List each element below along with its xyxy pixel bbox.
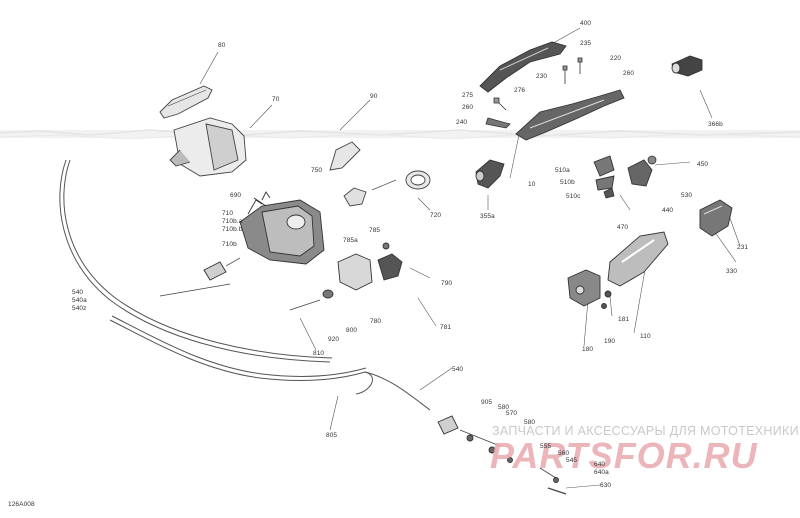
part-400-handlebar-cover xyxy=(479,41,567,93)
callout-355a: 355a xyxy=(480,213,495,220)
callout-720: 720 xyxy=(430,212,442,219)
part-800-cap xyxy=(289,289,334,311)
callout-690: 690 xyxy=(230,192,242,199)
callout-330: 330 xyxy=(726,268,738,275)
part-110-lever-cover xyxy=(607,231,669,287)
callout-710b-a: 710b.a xyxy=(222,218,243,225)
callout-470: 470 xyxy=(617,224,629,231)
callout-276: 276 xyxy=(514,87,526,94)
callout-260-a: 260 xyxy=(623,70,635,77)
watermark-caption: ЗАПЧАСТИ И АКСЕССУАРЫ ДЛЯ МОТОТЕХНИКИ xyxy=(492,424,799,438)
part-70-upper-housing xyxy=(169,117,247,177)
callout-920: 920 xyxy=(328,336,340,343)
part-366b-grip xyxy=(671,55,703,77)
part-355a-grip xyxy=(475,159,505,189)
callout-540z: 540z xyxy=(72,305,87,312)
part-905-cable-end xyxy=(437,415,567,495)
svg-text:PARTSFOR.RU: PARTSFOR.RU xyxy=(490,435,758,476)
part-180-bracket xyxy=(567,269,612,309)
choke-cable xyxy=(109,315,431,411)
callout-580-b: 580 xyxy=(524,419,536,426)
part-690-screw xyxy=(253,197,267,207)
callout-545: 545 xyxy=(566,457,578,464)
callout-190: 190 xyxy=(604,338,616,345)
diagram-code: 126A008 xyxy=(8,501,35,508)
callout-70: 70 xyxy=(272,96,280,103)
part-510-clamp xyxy=(593,155,615,191)
callout-231: 231 xyxy=(737,244,749,251)
callout-510a: 510a xyxy=(555,167,570,174)
part-710b-plug xyxy=(203,257,241,281)
callout-710b-b: 710b.b xyxy=(222,226,243,233)
callout-230: 230 xyxy=(536,73,548,80)
callout-260-b: 260 xyxy=(462,104,474,111)
callout-510c: 510c xyxy=(566,193,581,200)
callout-450: 450 xyxy=(697,161,709,168)
callout-10: 10 xyxy=(528,181,536,188)
callout-80: 80 xyxy=(218,42,226,49)
part-10-handlebar xyxy=(515,89,625,141)
part-720-ring xyxy=(405,170,431,190)
callout-905: 905 xyxy=(481,399,493,406)
scan-artifact-band xyxy=(0,129,800,140)
part-470-clip xyxy=(603,187,615,199)
callout-560: 560 xyxy=(558,450,570,457)
callout-181: 181 xyxy=(618,316,630,323)
callout-710: 710 xyxy=(222,210,234,217)
callout-400: 400 xyxy=(580,20,592,27)
part-750-tube xyxy=(343,179,397,207)
throttle-cable xyxy=(59,159,333,363)
callout-810: 810 xyxy=(313,350,325,357)
callout-640: 640 xyxy=(594,461,606,468)
callout-240: 240 xyxy=(456,119,468,126)
callout-180: 180 xyxy=(582,346,594,353)
callout-710b: 710b xyxy=(222,241,237,248)
callout-235: 235 xyxy=(580,40,592,47)
callout-540: 540 xyxy=(72,289,84,296)
callout-90: 90 xyxy=(370,93,378,100)
part-spring-rod xyxy=(159,283,231,297)
callout-510b: 510b xyxy=(560,179,575,186)
callout-555: 555 xyxy=(540,443,552,450)
callout-781: 781 xyxy=(440,324,452,331)
callout-785: 785 xyxy=(369,227,381,234)
part-330-handguard xyxy=(699,199,733,237)
callout-570: 570 xyxy=(506,410,518,417)
part-450-knob xyxy=(647,155,657,165)
part-80-cover xyxy=(159,85,213,119)
callout-630: 630 xyxy=(600,482,612,489)
callout-110: 110 xyxy=(640,333,651,340)
callout-780: 780 xyxy=(370,318,382,325)
callout-275: 275 xyxy=(462,92,474,99)
callout-220: 220 xyxy=(610,55,622,62)
callout-580-a: 580 xyxy=(498,404,510,411)
watermark-logo: PARTSFOR.RU xyxy=(490,435,758,476)
part-785-switch-block xyxy=(337,242,403,291)
part-440-switch xyxy=(627,159,653,187)
callout-800: 800 xyxy=(346,327,358,334)
part-710-main-housing xyxy=(239,191,325,265)
callout-785a: 785a xyxy=(343,237,358,244)
callout-440: 440 xyxy=(662,207,674,214)
callout-540a: 540a xyxy=(72,297,87,304)
part-90-hose xyxy=(329,141,361,171)
callout-750: 750 xyxy=(311,167,323,174)
callout-640a: 640a xyxy=(594,469,609,476)
callout-805: 805 xyxy=(326,432,338,439)
part-screws-upper xyxy=(485,57,583,129)
callout-540-b: 540 xyxy=(452,366,464,373)
callout-790: 790 xyxy=(441,280,453,287)
callout-530: 530 xyxy=(681,192,693,199)
callout-366b: 366b xyxy=(708,121,723,128)
